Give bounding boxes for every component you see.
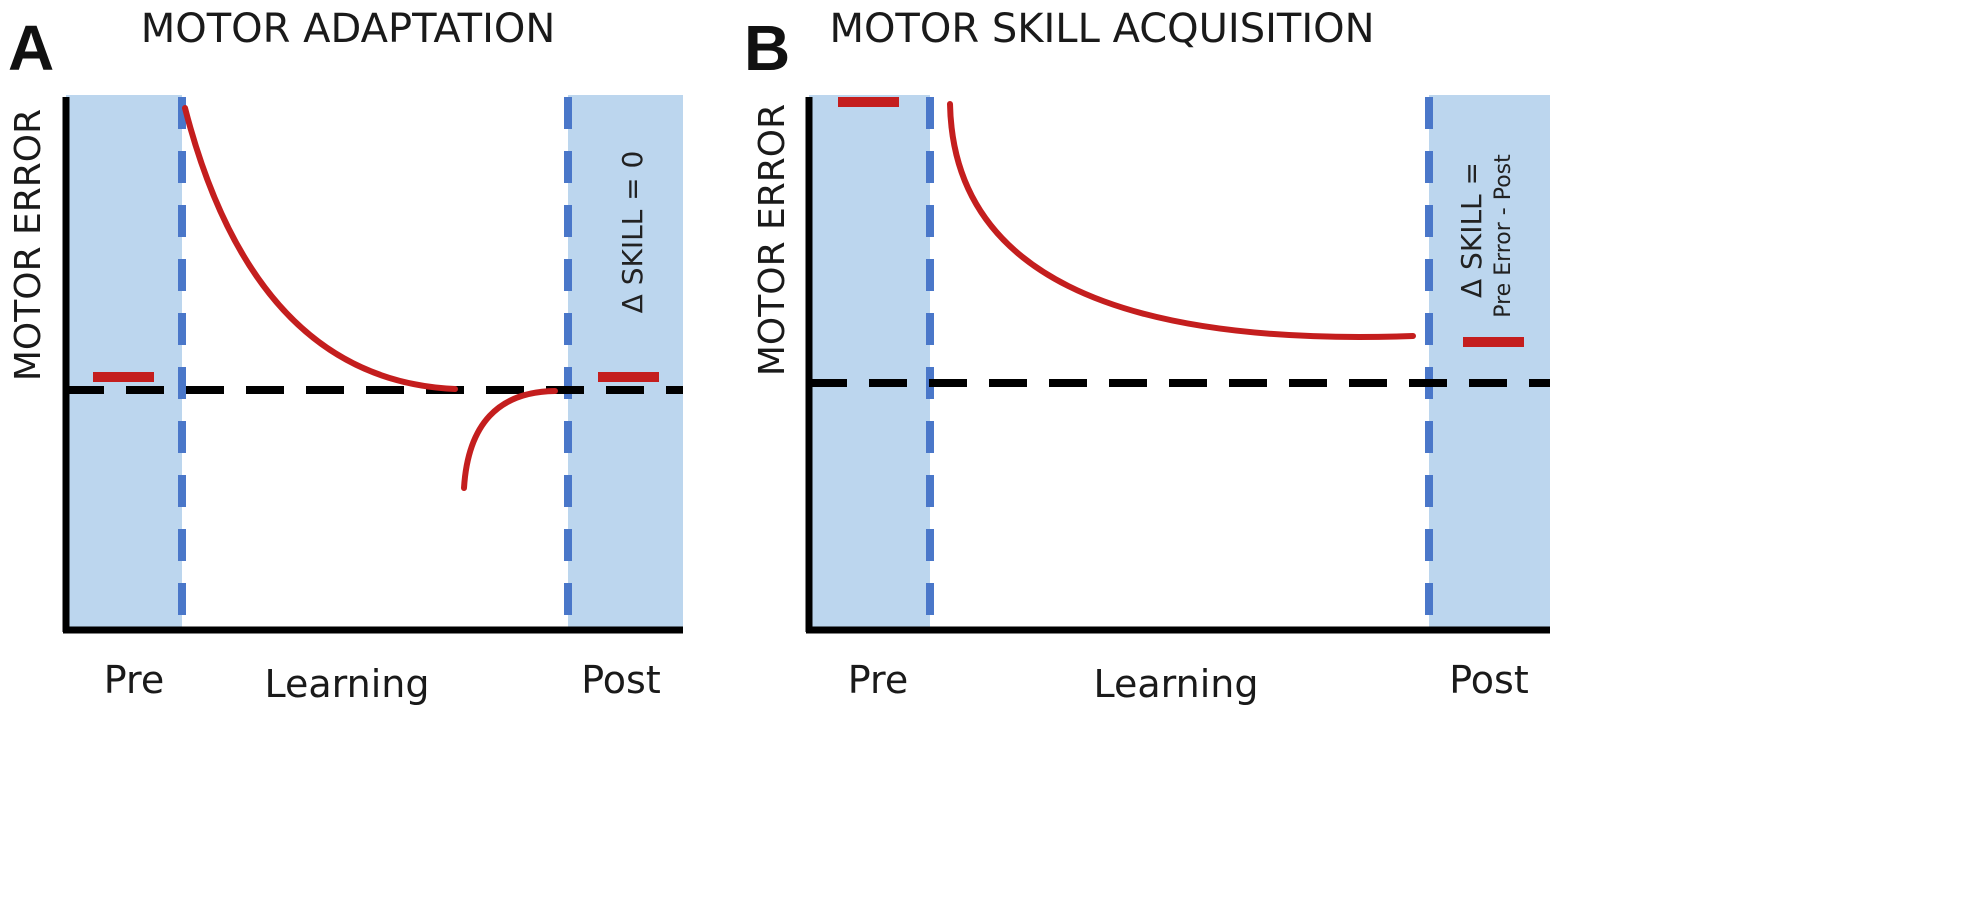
panel-a-post-shade — [568, 95, 683, 630]
panel-a-y-axis-label: MOTOR ERROR — [8, 109, 49, 381]
panel-b-phase-post: Post — [1449, 658, 1529, 702]
panel-b-phase-pre: Pre — [848, 658, 908, 702]
panel-b-letter: B — [744, 12, 790, 84]
panel-a-delta-skill-label: Δ SKILL = 0 — [616, 151, 649, 314]
panel-b-delta-skill-label: Δ SKILL = — [1455, 162, 1488, 298]
panel-b-post-shade — [1429, 95, 1550, 630]
panel-a-phase-learning: Learning — [265, 662, 430, 706]
panel-b: B MOTOR SKILL ACQUISITION MOTOR ERROR Δ … — [744, 6, 1550, 706]
panel-a: A MOTOR ADAPTATION MOTOR ERROR Δ SKILL =… — [8, 6, 683, 706]
panel-a-phase-pre: Pre — [104, 658, 164, 702]
panel-a-pre-shade — [66, 95, 182, 630]
panel-b-y-axis-label: MOTOR ERROR — [752, 104, 793, 376]
panel-a-aftereffect-curve — [461, 388, 558, 491]
panel-a-letter: A — [8, 12, 54, 84]
panel-b-delta-skill-formula: Pre Error - Post — [1491, 154, 1516, 318]
panel-b-title: MOTOR SKILL ACQUISITION — [829, 6, 1374, 52]
panel-b-pre-shade — [809, 95, 930, 630]
panel-a-title: MOTOR ADAPTATION — [141, 6, 556, 52]
panel-a-learning-curve — [182, 105, 458, 392]
panel-a-phase-post: Post — [581, 658, 661, 702]
panel-b-learning-curve — [947, 101, 1416, 340]
panel-b-phase-learning: Learning — [1094, 662, 1259, 706]
